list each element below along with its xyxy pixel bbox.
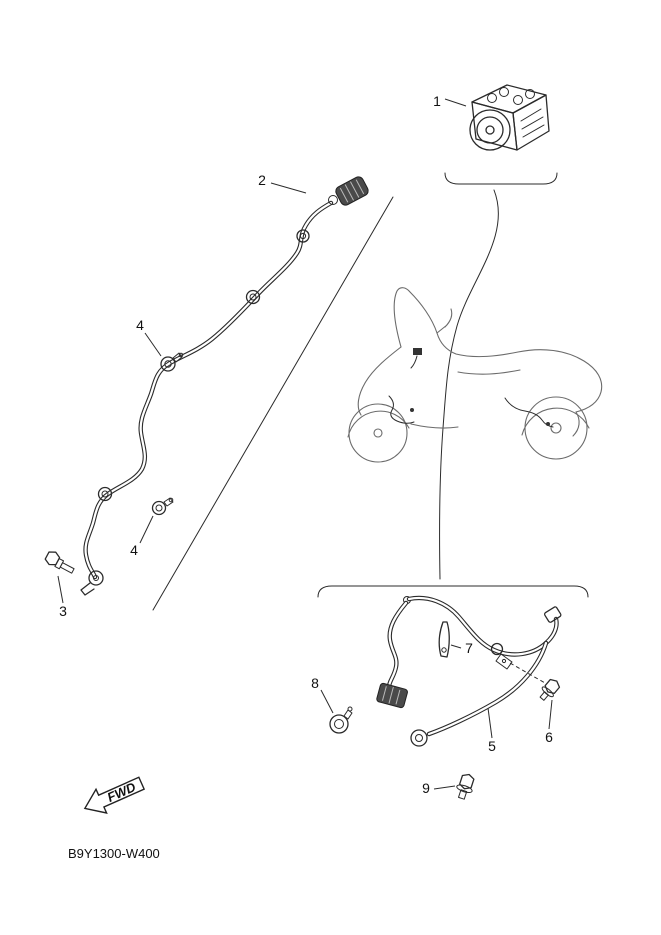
rear-sensor-head: [490, 642, 513, 670]
front-cable-connector: [335, 176, 369, 206]
abs-unit-part-1: [469, 84, 550, 151]
callout-2-label: 2: [258, 172, 266, 188]
abs-unit-group-bracket: [444, 172, 558, 185]
callouts: 1 2 3 4 4 5 6 7: [57, 93, 553, 796]
callout-5: 5: [487, 707, 496, 754]
divider-line: [152, 196, 394, 611]
bracket-part-7: [438, 621, 450, 658]
diagram-code: B9Y1300-W400: [68, 846, 160, 861]
clamp-part-4-lower: [151, 497, 174, 516]
callout-4-upper: 4: [136, 317, 162, 357]
callout-6: 6: [545, 699, 553, 745]
bolt-part-6: [539, 678, 561, 701]
callout-8: 8: [311, 675, 334, 714]
callout-2: 2: [258, 172, 307, 194]
rear-wheel-sensor-assembly-part-5: [376, 595, 562, 747]
clamp-part-4-upper: [160, 352, 184, 372]
callout-7-label: 7: [465, 640, 473, 656]
callout-9-label: 9: [422, 780, 430, 796]
callout-5-label: 5: [488, 738, 496, 754]
callout-3-label: 3: [59, 603, 67, 619]
clamp-part-8: [329, 706, 353, 734]
bolt-part-3: [44, 551, 75, 574]
callout-4-upper-label: 4: [136, 317, 144, 333]
front-sensor-head: [80, 570, 104, 596]
scooter-outline: [347, 287, 603, 463]
callout-3: 3: [57, 575, 67, 619]
fwd-arrow-label: FWD: [105, 779, 139, 805]
reference-curve: [439, 189, 499, 580]
callout-4-lower-label: 4: [130, 542, 138, 558]
abs-location-marker: [413, 348, 422, 355]
callout-6-label: 6: [545, 729, 553, 745]
callout-4-lower: 4: [130, 515, 154, 558]
front-wheel-sensor-cable-part-2: [80, 176, 369, 596]
callout-7: 7: [450, 640, 473, 656]
rear-cable-connector: [376, 682, 408, 709]
callout-9: 9: [422, 780, 456, 796]
fwd-arrow: FWD: [83, 776, 146, 814]
callout-8-label: 8: [311, 675, 319, 691]
callout-1: 1: [433, 93, 467, 109]
rear-group-bracket: [317, 585, 589, 598]
callout-1-label: 1: [433, 93, 441, 109]
bolt-part-9: [456, 773, 475, 800]
